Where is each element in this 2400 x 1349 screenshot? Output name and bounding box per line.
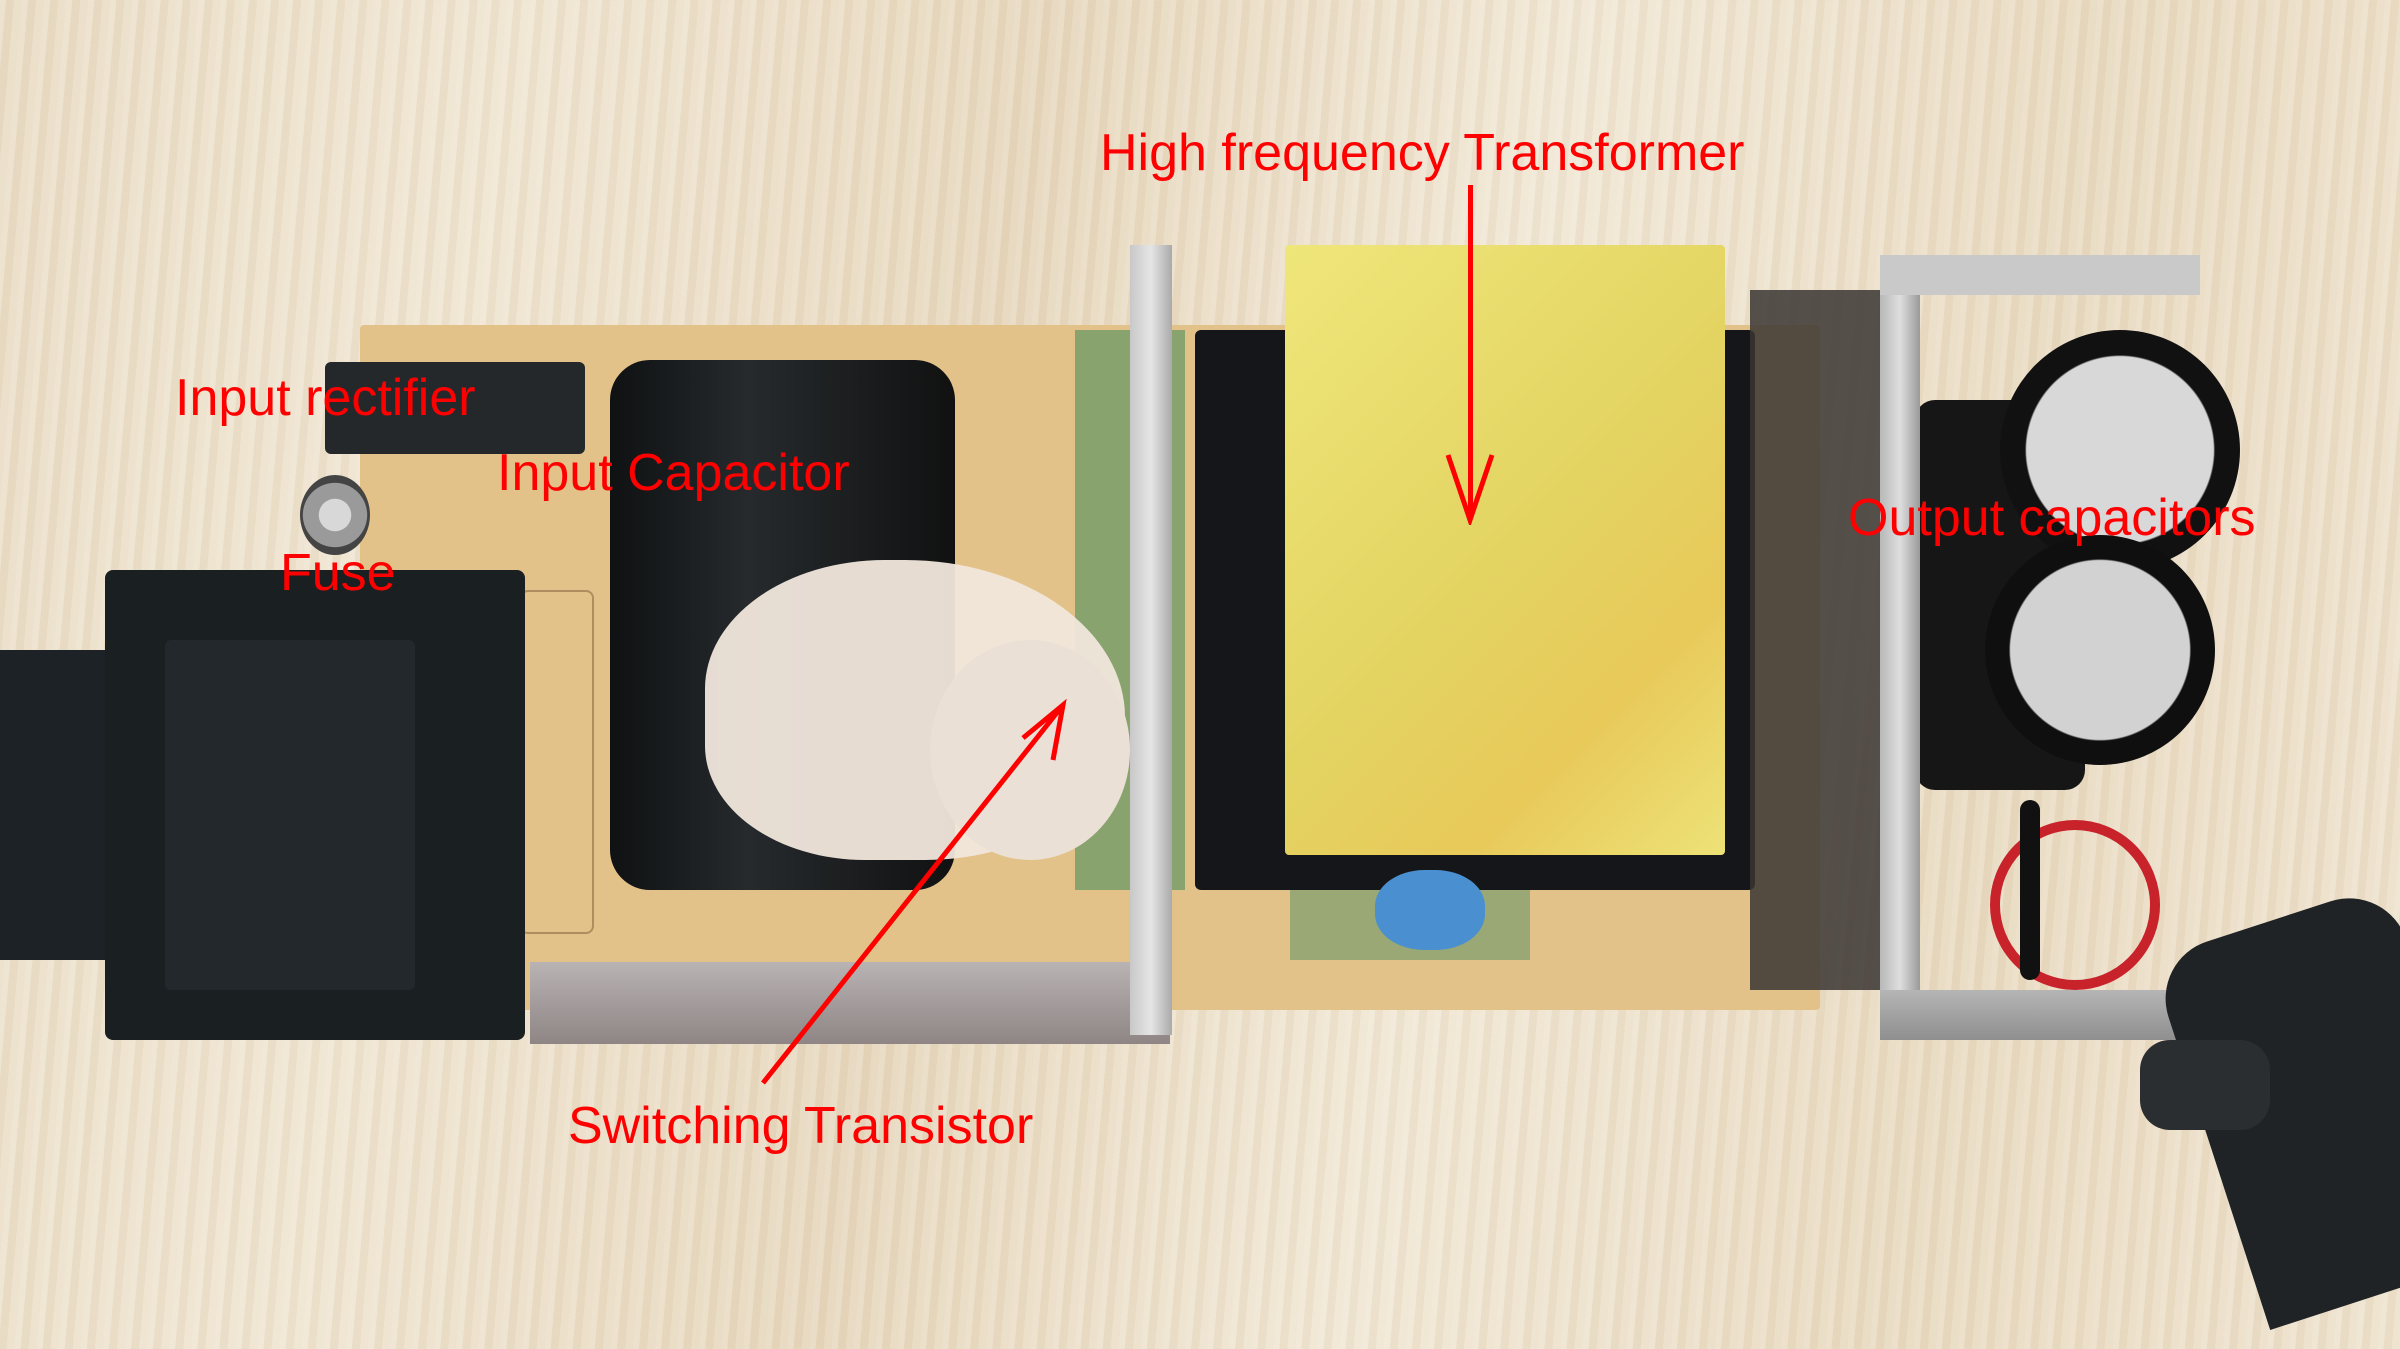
thermal-glue: [930, 640, 1130, 860]
heatsink-left-base: [530, 962, 1170, 1044]
heatsink-right: [1880, 255, 1920, 1035]
fuse-component: [300, 475, 370, 555]
label-output-capacitors: Output capacitors: [1848, 489, 2256, 547]
label-fuse: Fuse: [280, 544, 396, 602]
output-capacitor-bottom: [1985, 535, 2215, 765]
red-output-wire: [1990, 820, 2160, 990]
label-high-frequency-transformer: High frequency Transformer: [1100, 124, 1745, 182]
arrow-head-down-icon: [1445, 454, 1495, 525]
output-capacitor-top: [2000, 330, 2240, 570]
heatsink-left: [1130, 245, 1172, 1035]
black-output-wire: [2020, 800, 2040, 980]
heatsink-right-top: [1880, 255, 2200, 295]
heatsink-right-back: [1750, 290, 1880, 990]
blue-ceramic-capacitor: [1375, 870, 1485, 950]
input-rectifier-component: [325, 362, 585, 454]
heatsink-right-base: [1880, 990, 2210, 1040]
high-frequency-transformer-component: [1285, 245, 1725, 855]
cable-strain-relief: [2140, 1040, 2270, 1130]
label-input-capacitor: Input Capacitor: [497, 444, 850, 502]
arrow-transformer: [1468, 185, 1473, 515]
pcb-trace: [520, 590, 594, 934]
ac-inlet-face: [165, 640, 415, 990]
label-switching-transistor: Switching Transistor: [568, 1097, 1034, 1155]
label-input-rectifier: Input rectifier: [175, 369, 476, 427]
